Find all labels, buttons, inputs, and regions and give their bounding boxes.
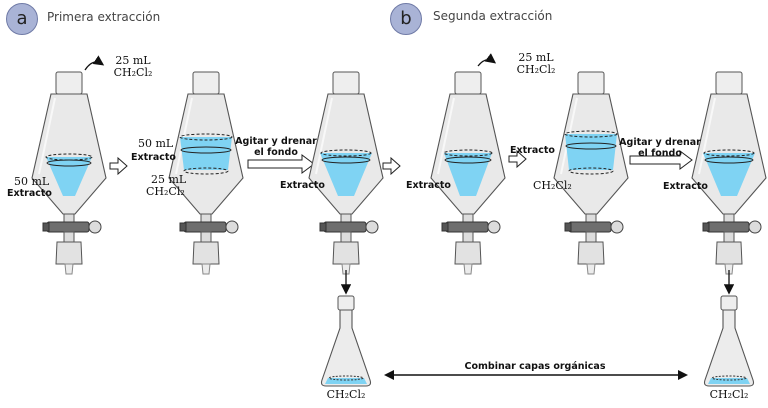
add-solvent-label-2: CH₂Cl₂ xyxy=(516,63,556,76)
funnel-3 xyxy=(308,71,384,275)
panel-a-badge: a xyxy=(6,3,38,35)
add-volume-label-2: 25 mL xyxy=(518,51,554,64)
extract-label-3: Extracto xyxy=(280,180,325,191)
shake-label-2b: el fondo xyxy=(638,148,682,159)
panel-b-title: Segunda extracción xyxy=(433,9,553,23)
extract-volume-label-2: 50 mL xyxy=(138,137,174,150)
funnel-2 xyxy=(168,71,244,275)
add-solvent-arrow-1 xyxy=(84,55,105,71)
flask-1 xyxy=(320,295,372,387)
funnel-4 xyxy=(430,71,506,275)
lower-solvent-label-1: CH₂Cl₂ xyxy=(146,185,185,198)
flask-1-label: CH₂Cl₂ xyxy=(326,388,366,401)
extract-label-6: Extracto xyxy=(663,181,708,192)
extract-label-1: Extracto xyxy=(7,188,52,199)
funnel-5 xyxy=(553,71,629,275)
funnel-6 xyxy=(691,71,767,275)
add-volume-label-1: 25 mL xyxy=(115,54,151,67)
shake-label-1a: Agitar y drenar xyxy=(235,136,317,147)
panel-b-badge: b xyxy=(390,3,422,35)
lower-solvent-label-2: CH₂Cl₂ xyxy=(533,179,572,192)
lower-volume-label: 25 mL xyxy=(151,173,187,186)
add-solvent-label-1: CH₂Cl₂ xyxy=(113,66,153,79)
drain-arrow-2 xyxy=(629,150,693,170)
extract-label-4: Extracto xyxy=(406,180,451,191)
flask-2-label: CH₂Cl₂ xyxy=(709,388,749,401)
extract-label-2: Extracto xyxy=(131,152,176,163)
next-arrow-3 xyxy=(508,149,527,169)
extract-label-5: Extracto xyxy=(510,145,555,156)
shake-label-2a: Agitar y drenar xyxy=(619,137,701,148)
flask-2 xyxy=(703,295,755,387)
next-arrow-2 xyxy=(382,156,401,176)
combine-label: Combinar capas orgánicas xyxy=(464,361,606,372)
funnel-1 xyxy=(31,71,107,275)
add-solvent-arrow-2 xyxy=(477,53,497,67)
panel-a-title: Primera extracción xyxy=(47,10,161,24)
next-arrow-1 xyxy=(109,156,128,176)
drain-arrow-1 xyxy=(247,154,315,174)
extract-volume-label-1: 50 mL xyxy=(14,175,50,188)
shake-label-1b: el fondo xyxy=(254,147,298,158)
